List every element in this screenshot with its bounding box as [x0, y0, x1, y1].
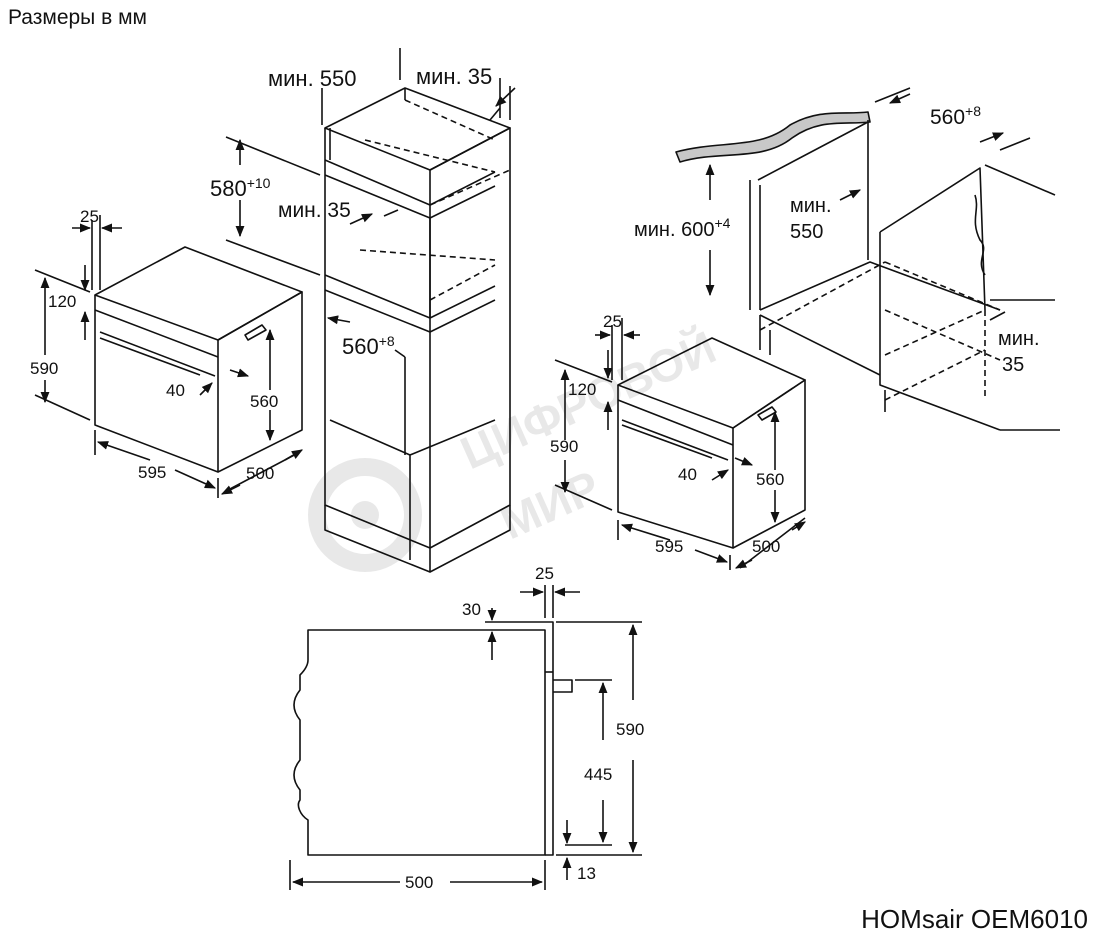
- dim-min-gap-line1: мин.: [998, 328, 1040, 350]
- dim-depth: 500: [246, 464, 274, 483]
- oven-side-view: [293, 621, 573, 856]
- dim-min-gap: мин. 35: [416, 64, 492, 89]
- dim-niche-width: 560+8: [342, 333, 395, 359]
- oven-right-dimensions: [554, 318, 806, 570]
- dim-panel-depth: 25: [80, 207, 99, 226]
- dim-min-gap-line2: 35: [1002, 354, 1024, 376]
- dim-depth: 500: [405, 873, 433, 892]
- undercounter-install: [675, 111, 1060, 431]
- dim-width: 595: [655, 537, 683, 556]
- dim-body-height: 560: [250, 392, 278, 411]
- dim-min-depth-line2: 550: [790, 221, 823, 243]
- oven-left-dimensions: [34, 215, 303, 498]
- dim-min-depth-line1: мин.: [790, 195, 832, 217]
- side-view-dimensions: [289, 585, 642, 890]
- oven-right: [617, 337, 806, 549]
- oven-right-labels: 25 120 590 40 560 595 500: [550, 312, 784, 556]
- dim-body-height: 560: [756, 470, 784, 489]
- tall-cabinet-labels: мин. 550 мин. 35 580+10 мин. 35 560+8: [210, 64, 492, 359]
- model-name: HOMsair OEM6010: [861, 904, 1088, 934]
- page-title: Размеры в мм: [8, 6, 147, 29]
- gear-icon: [308, 458, 422, 572]
- tall-cabinet-dimensions: [225, 48, 516, 455]
- dim-niche-height: 580+10: [210, 175, 271, 201]
- dim-top-strip: 120: [48, 292, 76, 311]
- oven-left: [94, 246, 303, 473]
- side-view-labels: 25 30 590 445 13 500: [405, 564, 644, 892]
- dim-top-offset: 30: [462, 600, 481, 619]
- dim-handle-offset: 40: [166, 381, 185, 400]
- dim-top-strip: 120: [568, 380, 596, 399]
- tall-cabinet: [324, 87, 511, 573]
- dim-height: 590: [30, 359, 58, 378]
- dim-handle-height: 445: [584, 765, 612, 784]
- watermark-line1: ЦИФРОВОЙ: [453, 321, 723, 479]
- oven-left-labels: 25 120 590 40 560 595 500: [30, 207, 278, 483]
- dim-total-height: 590: [616, 720, 644, 739]
- dim-panel-depth: 25: [603, 312, 622, 331]
- undercounter-dimensions: [705, 87, 1031, 321]
- dim-height: 590: [550, 437, 578, 456]
- dim-panel-depth: 25: [535, 564, 554, 583]
- dim-min-depth: мин. 550: [268, 66, 357, 91]
- dim-niche-width: 560+8: [930, 103, 981, 129]
- dim-min-gap-front: мин. 35: [278, 199, 351, 222]
- dim-handle-offset: 40: [678, 465, 697, 484]
- dim-min-height: мин. 600+4: [634, 215, 731, 241]
- dim-width: 595: [138, 463, 166, 482]
- undercounter-labels: 560+8 мин. 600+4 мин. 550 мин. 35: [634, 103, 1040, 376]
- dim-depth: 500: [752, 537, 780, 556]
- dim-bottom-offset: 13: [577, 864, 596, 883]
